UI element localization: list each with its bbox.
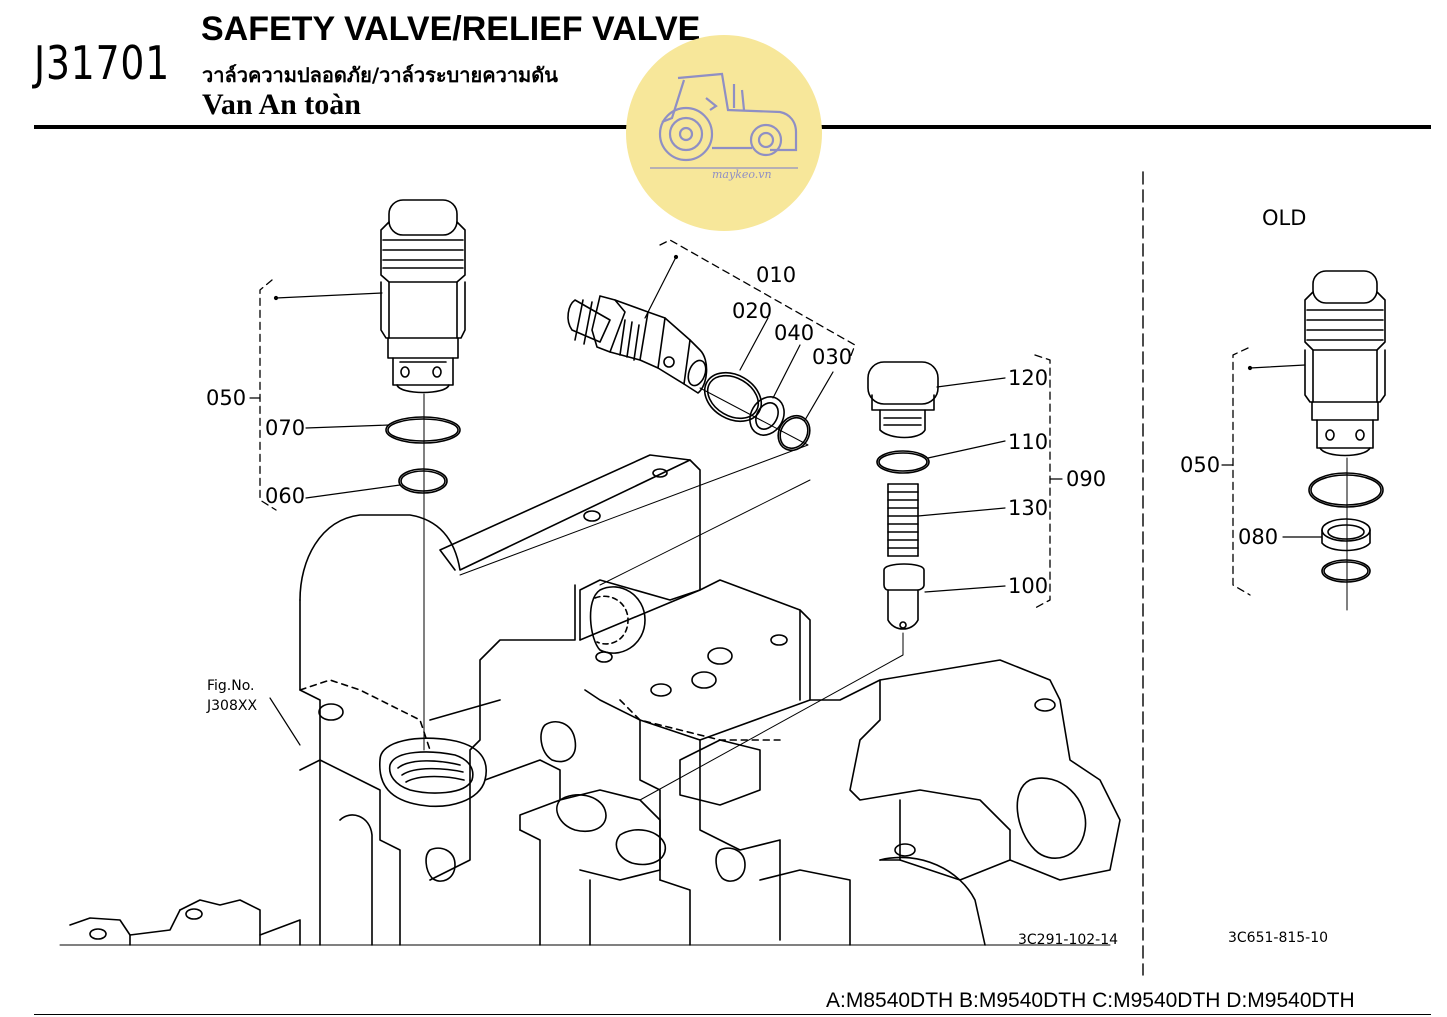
callout-120: 120 [1008,366,1048,390]
old-safety-valve-050 [1304,270,1386,583]
safety-valve-050 [380,199,466,494]
leader-lines [269,254,1006,746]
bracket-ticks [249,397,1234,480]
valve-housing [59,454,1121,946]
page-code: J31701 [34,36,171,90]
watermark-logo: maykeo.vn [626,35,822,231]
callout-110: 110 [1008,430,1048,454]
drawing-code-old: 3C651-815-10 [1228,930,1328,946]
callout-100: 100 [1008,574,1048,598]
callout-030: 030 [812,345,852,369]
page-title-vi: Van An toàn [202,88,361,121]
watermark-text: maykeo.vn [712,168,772,181]
old-section-title: OLD [1262,206,1306,230]
footer-divider [34,1014,1431,1015]
relief-valve-090 [867,361,939,630]
axis-090 [639,632,904,801]
callout-040: 040 [774,321,814,345]
fig-ref-number: J308XX [206,698,257,714]
callout-020: 020 [732,299,772,323]
old-leader-lines [1247,364,1323,538]
drawing-code-main: 3C291-102-14 [1018,932,1118,948]
axis-010 [459,387,811,586]
page-title-th: วาล์วความปลอดภัย/วาล์วระบายความดัน [202,63,558,87]
model-list: A:M8540DTH B:M9540DTH C:M9540DTH D:M9540… [826,989,1355,1012]
old-callout-080: 080 [1238,525,1278,549]
old-callout-050: 050 [1180,453,1220,477]
callout-130: 130 [1008,496,1048,520]
callout-050: 050 [206,386,246,410]
assembly-brackets [259,239,1251,609]
tractor-icon [650,72,798,169]
relief-valve-010 [567,295,811,452]
callout-090: 090 [1066,467,1106,491]
fig-ref-label: Fig.No. [207,678,255,694]
callout-060: 060 [265,484,305,508]
callout-010: 010 [756,263,796,287]
callout-070: 070 [265,416,305,440]
page-title-en: SAFETY VALVE/RELIEF VALVE [201,10,701,48]
